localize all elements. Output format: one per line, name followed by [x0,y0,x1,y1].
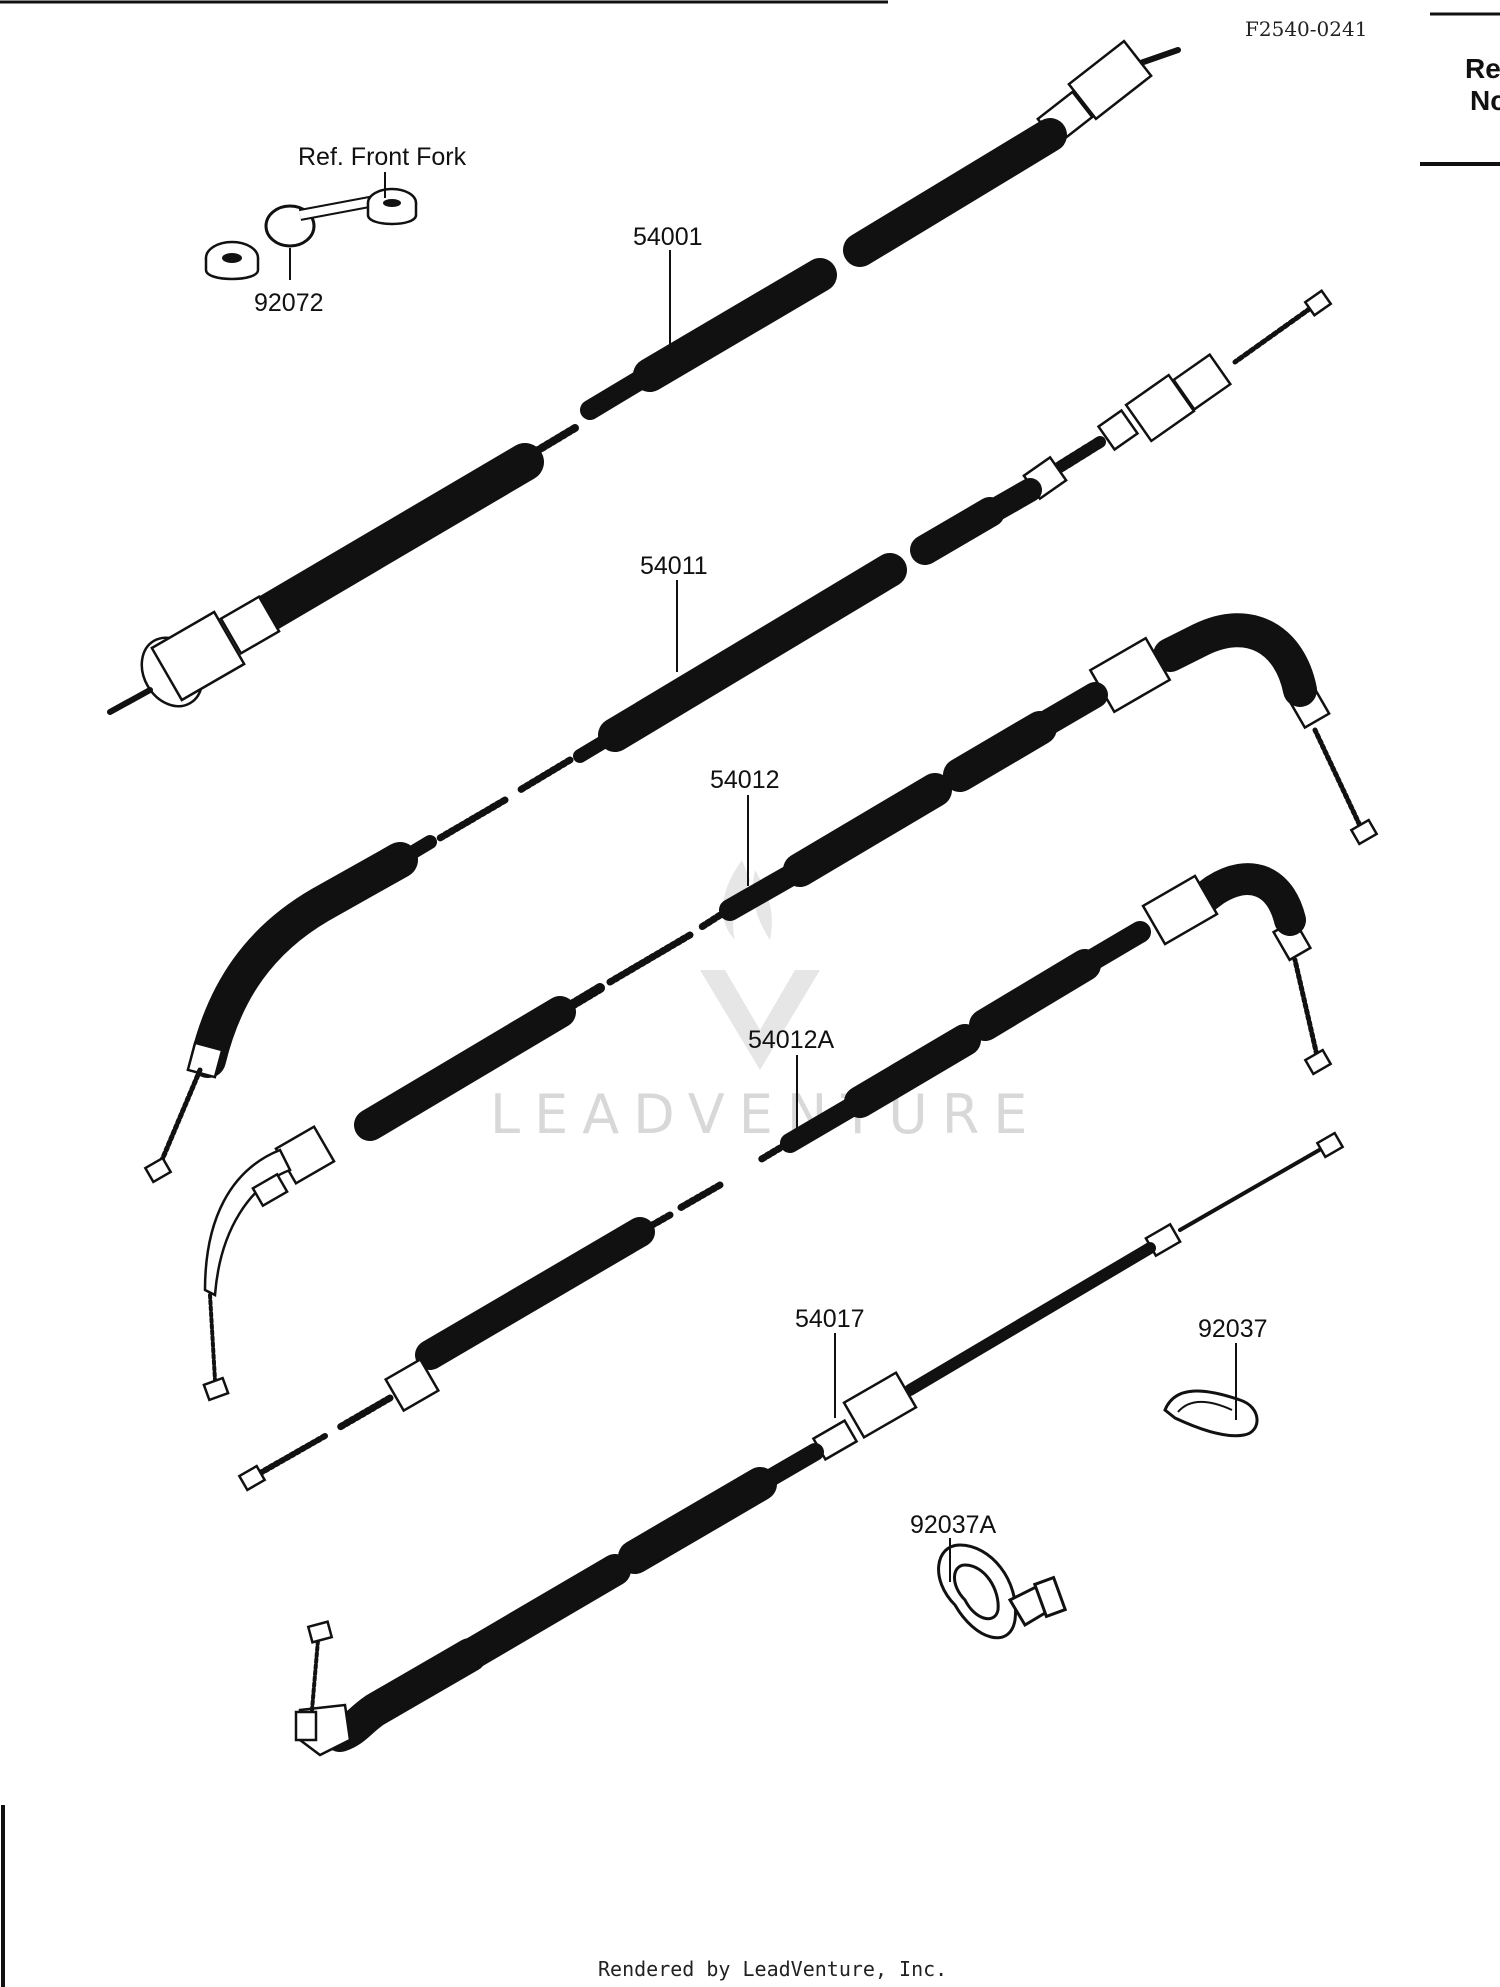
cable-54001[interactable] [107,39,1181,717]
cable-54017[interactable] [294,1131,1345,1757]
cable-54012[interactable] [202,613,1379,1402]
diagram-code: F2540-0241 [1245,17,1367,41]
clamp-92072[interactable] [204,187,418,281]
clip-92037[interactable] [1163,1389,1259,1438]
label-54001: 54001 [633,223,703,251]
label-92037: 92037 [1198,1315,1268,1343]
label-54012: 54012 [710,766,780,794]
label-54017: 54017 [795,1305,865,1333]
footer-credit: Rendered by LeadVenture, Inc. [598,1957,947,1981]
label-54011: 54011 [640,552,708,580]
label-92072: 92072 [254,289,324,317]
grommet-92037A[interactable] [937,1543,1068,1640]
label-92037A: 92037A [910,1511,997,1539]
label-ref-front-fork: Ref. Front Fork [298,143,467,171]
label-54012A: 54012A [748,1026,835,1054]
header-fragment-1: Re [1465,53,1500,84]
watermark: LEADVENTURE [490,860,1041,1146]
cable-54012A[interactable] [237,863,1333,1492]
header-fragment-2: Nc [1470,85,1500,116]
watermark-text: LEADVENTURE [490,1083,1041,1146]
cable-54011[interactable] [143,288,1333,1184]
